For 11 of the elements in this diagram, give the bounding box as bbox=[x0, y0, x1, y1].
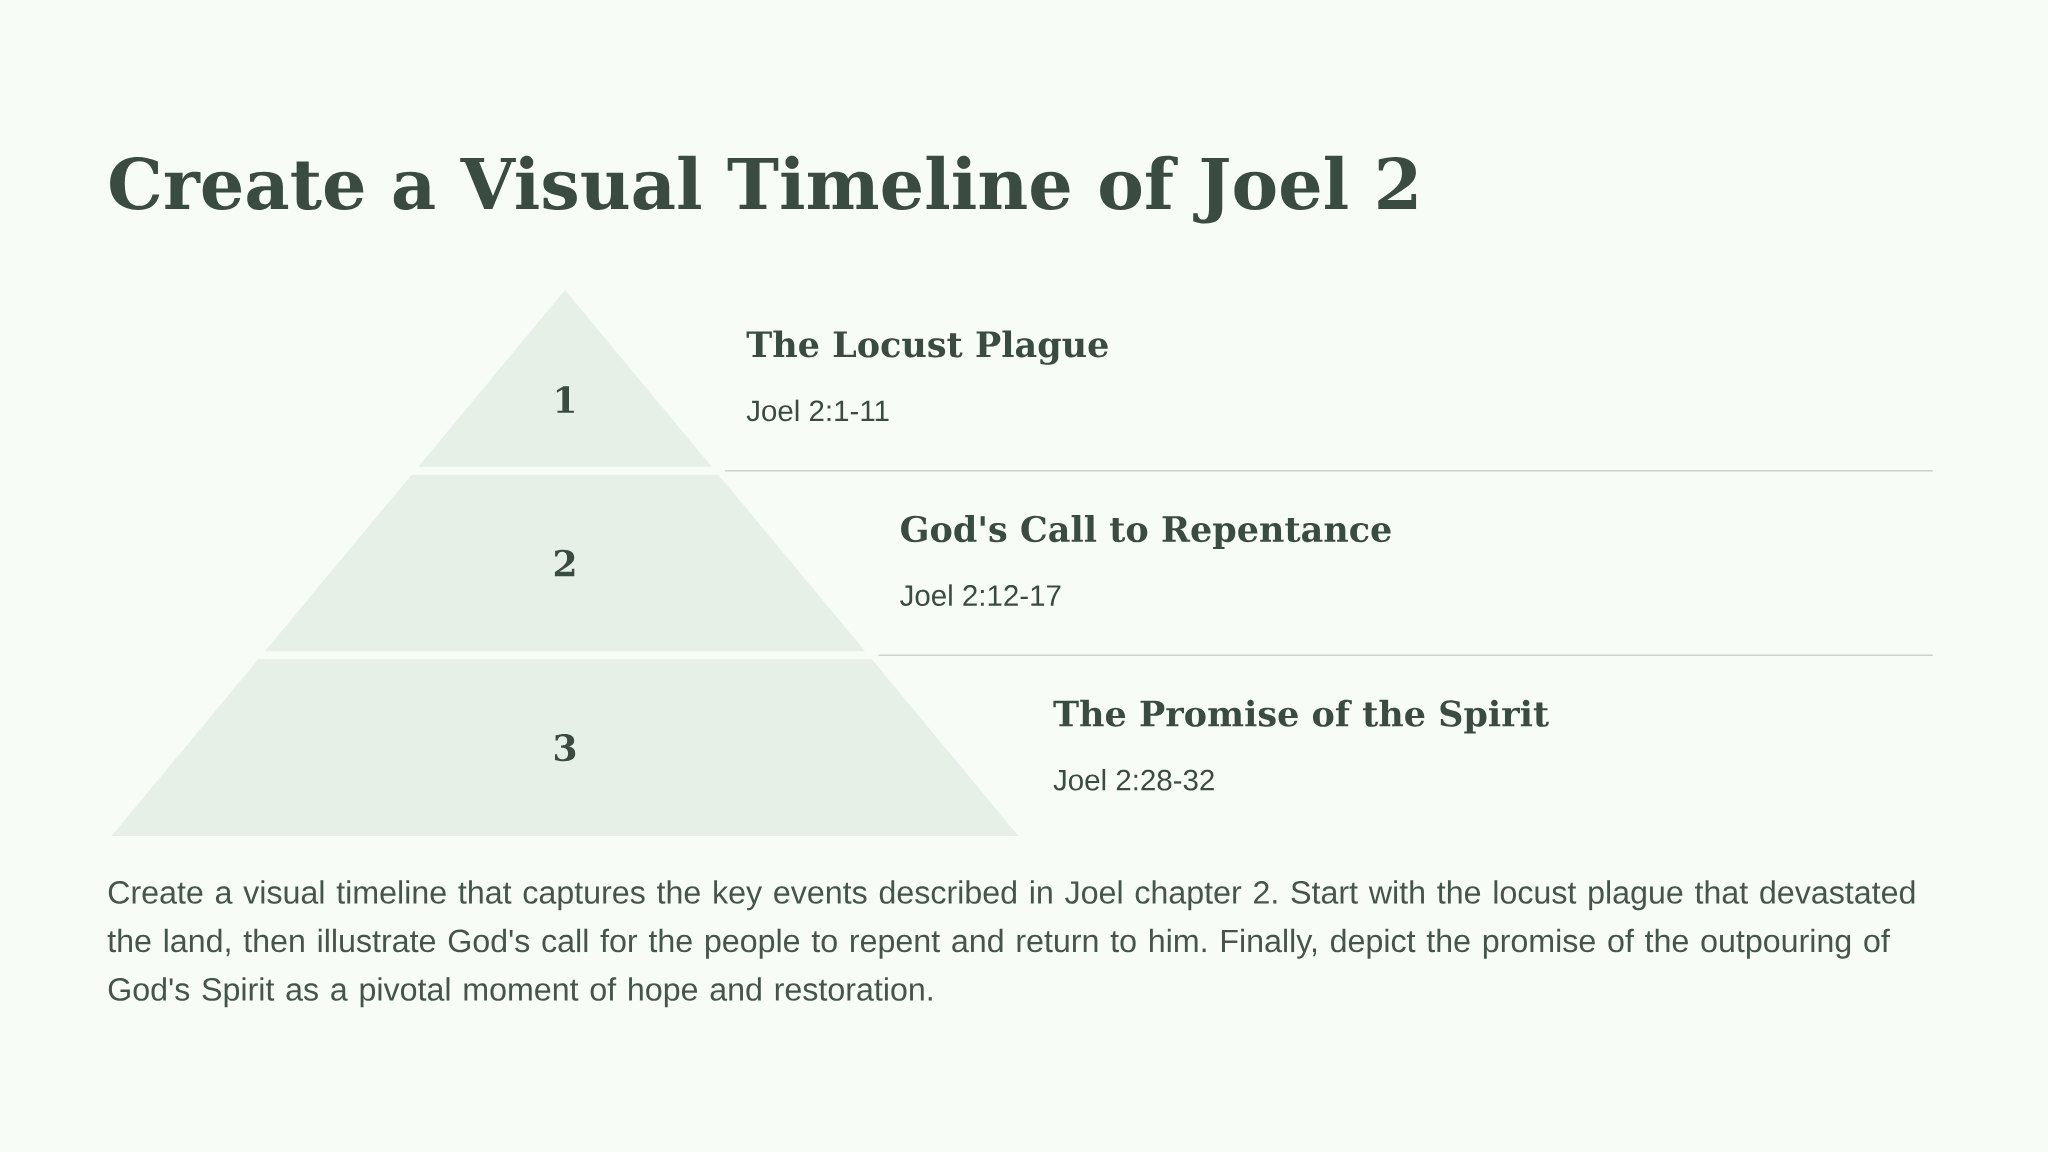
title: Create a Visual Timeline of Joel 2 bbox=[110, 155, 1417, 224]
description-paragraph: Create a visual timeline that captures the key events described in Joel chapter 2. Start with the locust plague that devastated the land, then illustrate God's call for the people to repent and return to him. Finally, depict the promise of the outpouring of God's Spirit as a pivotal moment of hope and restoration. bbox=[107, 880, 1915, 1008]
verse-reference: Joel 2:28-32 bbox=[1053, 768, 1214, 791]
pyramid-tier: 2 bbox=[264, 474, 866, 652]
tier-heading: The Promise of the Spirit bbox=[1053, 699, 1549, 734]
pyramid-tier: 1 bbox=[418, 290, 712, 467]
verse-reference: Joel 2:12-17 bbox=[900, 584, 1061, 606]
tier-heading: God's Call to Repentance bbox=[901, 515, 1391, 549]
tier-heading: The Locust Plague bbox=[746, 330, 1108, 365]
pyramid-tier: 3 bbox=[111, 659, 1019, 836]
verse-reference: Joel 2:1-11 bbox=[746, 399, 889, 422]
